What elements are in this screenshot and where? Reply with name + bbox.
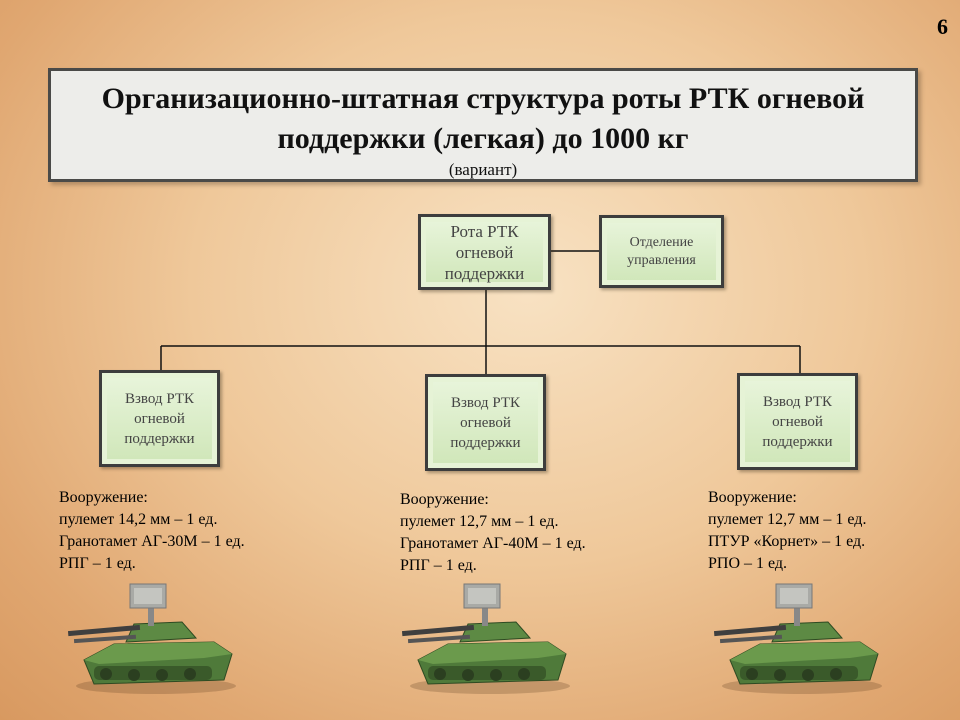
weapons-list-3: Вооружение: пулемет 12,7 мм – 1 ед. ПТУР…	[708, 487, 866, 575]
weapons-header: Вооружение:	[59, 489, 148, 506]
weapons-item: РПО – 1 ед.	[708, 555, 788, 572]
slide-number: 6	[937, 14, 948, 39]
robotic-vehicle-image-2	[401, 583, 570, 694]
weapons-item: ПТУР «Корнет» – 1 ед.	[708, 533, 866, 550]
platoon-box-2: Взвод РТК огневой поддержки	[425, 374, 546, 471]
weapons-list-2: Вооружение: пулемет 12,7 мм – 1 ед. Гран…	[400, 489, 586, 577]
platoon-box-1: Взвод РТК огневой поддержки	[99, 370, 220, 467]
management-label: Отделение управления	[627, 234, 696, 268]
platoon-box-3: Взвод РТК огневой поддержки	[737, 373, 858, 470]
platoon-label-1: Взвод РТК огневой поддержки	[124, 390, 195, 447]
title-line-2: поддержки (легкая) до 1000 кг	[277, 122, 689, 155]
robotic-vehicle-image-1	[67, 583, 236, 694]
weapons-item: Гранотамет АГ-30М – 1 ед.	[59, 533, 245, 550]
platoon-label-3: Взвод РТК огневой поддержки	[762, 393, 833, 450]
weapons-header: Вооружение:	[400, 491, 489, 508]
weapons-item: пулемет 12,7 мм – 1 ед.	[708, 511, 867, 528]
management-section-box: Отделение управления	[599, 215, 724, 288]
platoon-label-2: Взвод РТК огневой поддержки	[450, 394, 521, 451]
weapons-list-1: Вооружение: пулемет 14,2 мм – 1 ед. Гран…	[59, 487, 245, 575]
weapons-item: РПГ – 1 ед.	[400, 557, 477, 574]
title-line-1: Организационно-штатная структура роты РТ…	[101, 82, 865, 115]
robotic-vehicle-image-3	[713, 583, 882, 694]
weapons-item: пулемет 14,2 мм – 1 ед.	[59, 511, 218, 528]
company-box: Рота РТК огневой поддержки	[418, 214, 551, 290]
weapons-item: Гранотамет АГ-40М – 1 ед.	[400, 535, 586, 552]
weapons-header: Вооружение:	[708, 489, 797, 506]
weapons-item: пулемет 12,7 мм – 1 ед.	[400, 513, 559, 530]
title-subtitle: (вариант)	[448, 160, 518, 179]
weapons-item: РПГ – 1 ед.	[59, 555, 136, 572]
company-label: Рота РТК огневой поддержки	[444, 221, 525, 283]
title-box: Организационно-штатная структура роты РТ…	[48, 68, 918, 182]
